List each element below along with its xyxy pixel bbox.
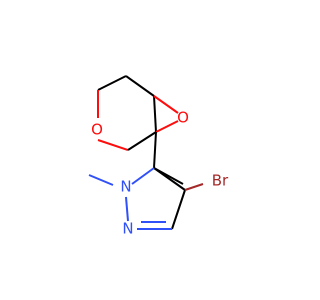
- ring-oxygen-label: O: [91, 121, 103, 139]
- bond-c4-c3: [97, 75, 127, 91]
- bond-c1-pyrazole-c5: [153, 131, 157, 169]
- bond-n1-methyl: [88, 174, 114, 186]
- bond-c2-c1: [127, 131, 157, 151]
- bond-c5-epoxide-o: [153, 95, 179, 114]
- bond-c4-c3: [171, 189, 186, 230]
- bond-c4-br: [184, 183, 204, 191]
- bond-epoxide-o-c1: [155, 120, 179, 133]
- epoxide-oxygen-label: O: [177, 109, 189, 127]
- chemical-structure: O O N N Br: [88, 75, 229, 238]
- pyrazole-ring: [125, 167, 186, 230]
- bromine-label: Br: [212, 172, 229, 190]
- pyrazole-n1-label: N: [120, 178, 131, 196]
- bond-c1-c5: [153, 95, 157, 133]
- bond-c5-c4-double: [153, 167, 184, 185]
- bond-ring-o-c2: [97, 139, 129, 151]
- bicyclic-ring: [97, 75, 179, 151]
- bond-c5-c4: [125, 75, 155, 97]
- pyrazole-n2-label: N: [122, 220, 133, 238]
- bond-n2-n1: [125, 196, 129, 222]
- bond-n1-c5: [131, 167, 155, 185]
